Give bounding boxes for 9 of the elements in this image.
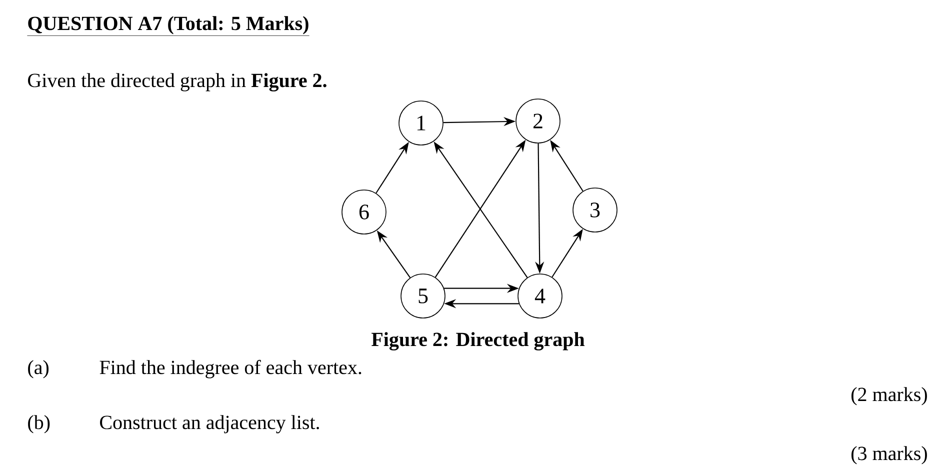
intro-text: Given the directed graph in Figure 2.	[28, 73, 326, 92]
figure-caption: Figure 2: Directed graph	[372, 332, 585, 350]
title: QUESTION A7 (Total: 5 Marks)	[27, 16, 310, 36]
item-label: (a)	[28, 360, 49, 378]
marks-text: (2 marks)	[852, 387, 927, 406]
item-label: (b)	[28, 415, 50, 434]
question-text: Find the indegree of each vertex.	[100, 360, 362, 378]
marks-text: (3 marks)	[852, 446, 927, 464]
question-text: Construct an adjacency list.	[100, 415, 319, 434]
